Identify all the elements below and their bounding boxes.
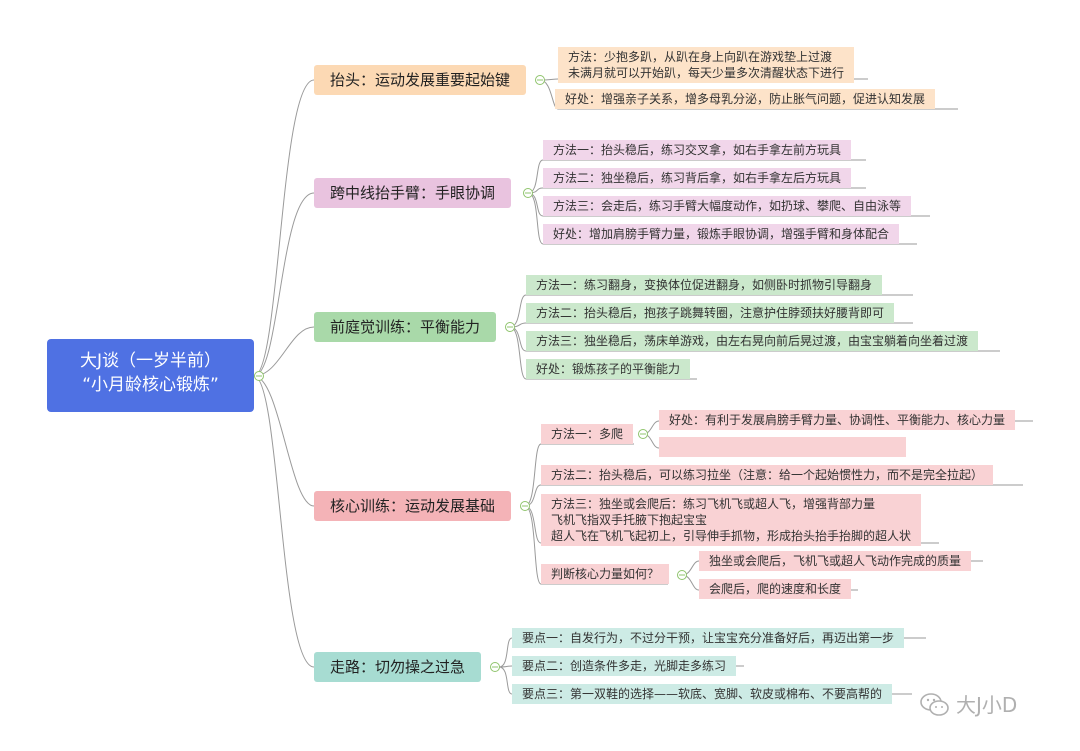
head-benefit[interactable]: 好处：增强亲子关系，增多母乳分泌，防止胀气问题，促进认知发展 (555, 89, 936, 109)
root-topic[interactable]: 大J谈（一岁半前） “小月龄核心锻炼” (47, 339, 254, 412)
collapse-toggle-icon (523, 188, 533, 198)
vestibular-method-2[interactable]: 方法二：抬头稳后，抱孩子跳舞转圈，注意护住脖颈扶好腰背即可 (526, 303, 895, 323)
topic-core[interactable]: 核心训练：运动发展基础 (314, 491, 512, 521)
head-method[interactable]: 方法：少抱多趴，从趴在身上向趴在游戏垫上过渡 未满月就可以开始趴，每天少量多次清… (558, 47, 855, 83)
arm-method-2[interactable]: 方法二：独坐稳后，练习背后拿，如右手拿左后方玩具 (543, 168, 852, 188)
core-judge-1[interactable]: 独坐或会爬后，飞机飞或超人飞动作完成的质量 (699, 551, 972, 571)
head-method-line-1: 方法：少抱多趴，从趴在身上向趴在游戏垫上过渡 (568, 50, 833, 64)
connector-root-vestibular (253, 326, 315, 377)
topic-arm[interactable]: 跨中线抬手臂：手眼协调 (314, 178, 512, 208)
collapse-toggle-icon (638, 429, 648, 439)
vestibular-benefit[interactable]: 好处：锻炼孩子的平衡能力 (526, 359, 691, 379)
connector-root-walk (253, 375, 315, 668)
vestibular-method-1[interactable]: 方法一：练习翻身，变换体位促进翻身，如侧卧时抓物引导翻身 (526, 275, 883, 295)
core-judge-2[interactable]: 会爬后，爬的速度和长度 (699, 579, 852, 599)
core-method-3[interactable]: 方法三：独坐或会爬后：练习飞机飞或超人飞，增强背部力量 飞机飞指双手托腋下抱起宝… (541, 494, 922, 546)
core-method-3-line-3: 超人飞在飞机飞起初上，引导伸手抓物，形成抬头抬手抬脚的超人状 (551, 529, 912, 543)
topic-head[interactable]: 抬头：运动发展重要起始键 (314, 65, 527, 95)
collapse-toggle-icon (535, 75, 545, 85)
root-line-2: “小月龄核心锻炼” (82, 375, 219, 395)
arm-method-3[interactable]: 方法三：会走后，练习手臂大幅度动作，如扔球、攀爬、自由泳等 (543, 196, 912, 216)
connector-root-head (253, 79, 315, 377)
core-method-1[interactable]: 方法一：多爬 (541, 424, 634, 444)
core-method-3-line-2: 飞机飞指双手托腋下抱起宝宝 (551, 513, 708, 527)
connector-root-arm (253, 192, 315, 377)
collapse-toggle-icon (520, 501, 530, 511)
collapse-toggle-icon (677, 570, 687, 580)
topic-walk[interactable]: 走路：切勿操之过急 (314, 652, 482, 682)
core-method-1-empty[interactable] (659, 437, 906, 457)
head-method-line-2: 未满月就可以开始趴，每天少量多次清醒状态下进行 (568, 66, 845, 80)
core-method-1-benefit[interactable]: 好处：有利于发展肩膀手臂力量、协调性、平衡能力、核心力量 (659, 410, 1016, 430)
walk-point-2[interactable]: 要点二：创造条件多走，光脚走多练习 (512, 656, 737, 676)
vestibular-method-3[interactable]: 方法三：独坐稳后，荡床单游戏，由左右晃向前后晃过渡，由宝宝躺着向坐着过渡 (526, 331, 979, 351)
walk-point-1[interactable]: 要点一：自发行为，不过分干预，让宝宝充分准备好后，再迈出第一步 (512, 628, 905, 648)
core-method-2[interactable]: 方法二：抬头稳后，可以练习拉坐（注意：给一个起始惯性力，而不是完全拉起） (541, 465, 994, 485)
walk-point-3[interactable]: 要点三：第一双鞋的选择——软底、宽脚、软皮或棉布、不要高帮的 (512, 684, 893, 704)
topic-vestibular[interactable]: 前庭觉训练：平衡能力 (314, 312, 497, 342)
core-judge[interactable]: 判断核心力量如何？ (541, 564, 670, 584)
core-method-3-line-1: 方法三：独坐或会爬后：练习飞机飞或超人飞，增强背部力量 (551, 497, 876, 511)
arm-benefit[interactable]: 好处：增加肩膀手臂力量，锻炼手眼协调，增强手臂和身体配合 (543, 224, 900, 244)
wechat-icon (920, 693, 949, 716)
collapse-toggle-icon (490, 662, 500, 672)
collapse-toggle-icon (254, 371, 264, 381)
arm-method-1[interactable]: 方法一：抬头稳后，练习交叉拿，如右手拿左前方玩具 (543, 140, 852, 160)
watermark: 大J小D (920, 690, 1060, 720)
watermark-text: 大J小D (956, 693, 1018, 717)
connector-root-core (253, 375, 315, 507)
root-line-1: 大J谈（一岁半前） (79, 351, 221, 371)
collapse-toggle-icon (505, 322, 515, 332)
